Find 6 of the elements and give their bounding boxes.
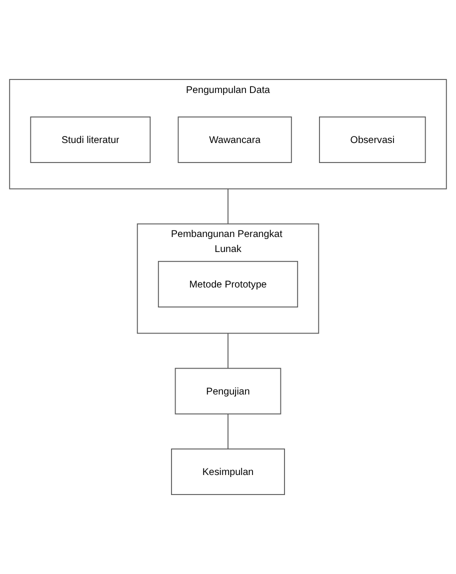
node-box: Observasi — [319, 116, 426, 163]
node-box: Studi literatur — [30, 116, 151, 163]
node-box: Kesimpulan — [171, 448, 285, 495]
node-box: Pengujian — [174, 368, 282, 414]
node-box: Wawancara — [178, 116, 292, 163]
node-box: Metode Prototype — [158, 260, 298, 308]
